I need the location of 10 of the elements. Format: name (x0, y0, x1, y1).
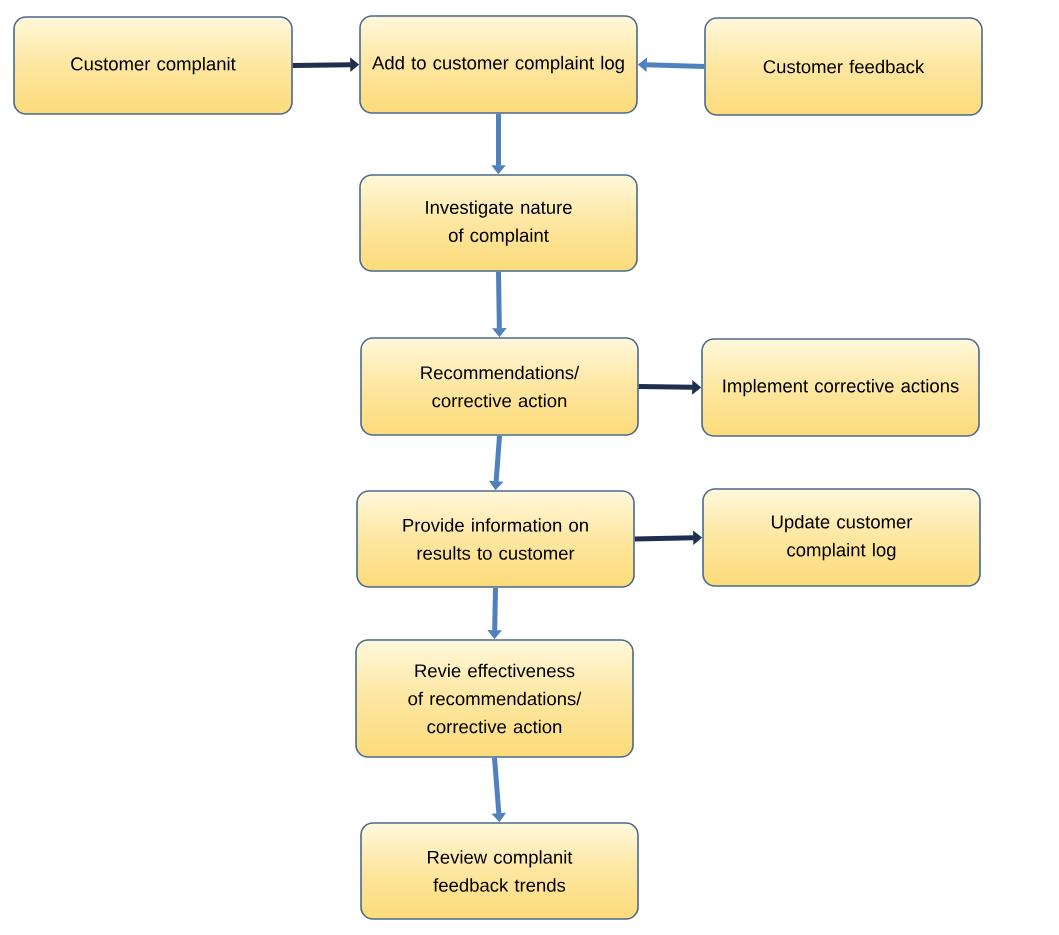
process-box: Review complanit feedback trends (360, 822, 639, 920)
process-box: Customer complanit (13, 16, 293, 115)
process-box: Recommendations/ corrective action (360, 337, 639, 436)
process-box: Update customer complaint log (702, 488, 981, 587)
process-box: Customer feedback (704, 17, 983, 116)
process-box: Investigate nature of complaint (359, 174, 638, 272)
process-box: Add to customer complaint log (359, 15, 638, 114)
process-box: Provide information on results to customer (356, 490, 635, 588)
process-box: Revie effectiveness of recommendations/ corrective action (355, 639, 634, 758)
process-box: Implement corrective actions (701, 338, 980, 437)
